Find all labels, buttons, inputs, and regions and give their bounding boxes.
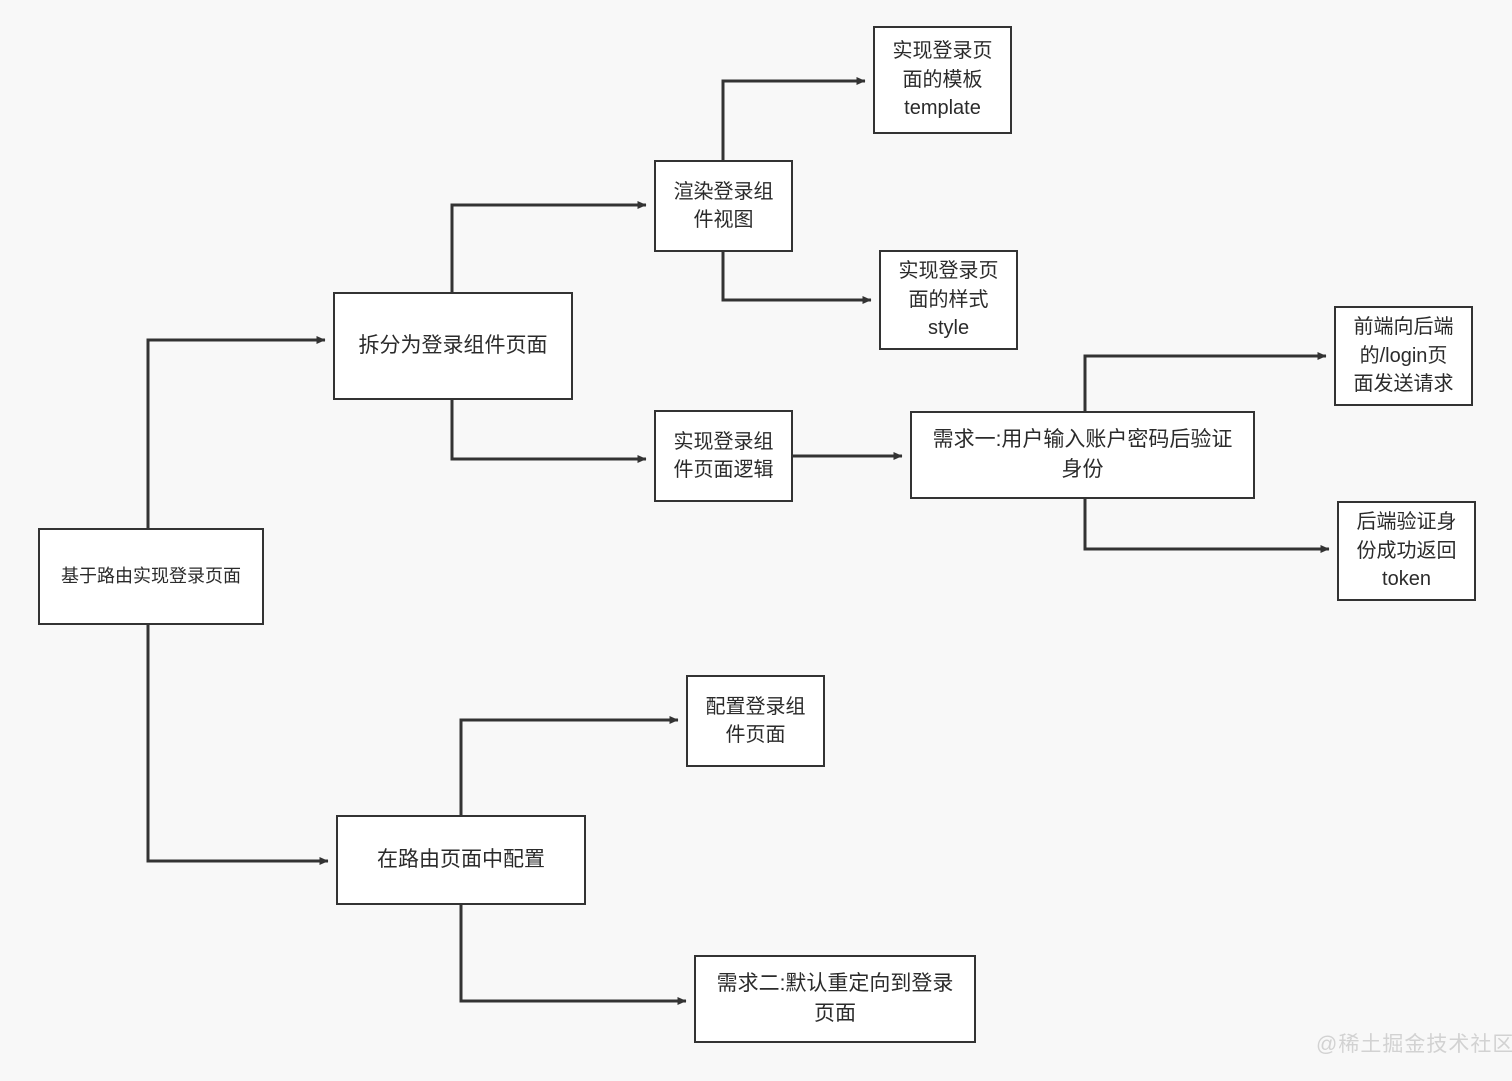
edge-requirement-one-to-backend xyxy=(1083,499,1330,553)
node-router-config[interactable]: 在路由页面中配置 xyxy=(336,815,586,905)
node-requirement-two-label: 需求二:默认重定向到登录 页面 xyxy=(716,972,954,1025)
edge-split-to-render xyxy=(450,201,647,292)
node-logic[interactable]: 实现登录组 件页面逻辑 xyxy=(654,410,793,502)
edge-router-to-config-component xyxy=(459,716,679,815)
node-frontend-request-label: 前端向后端 的/login页 面发送请求 xyxy=(1353,316,1454,396)
node-style-label: 实现登录页 面的样式 style xyxy=(898,260,999,340)
node-router-config-label: 在路由页面中配置 xyxy=(377,848,545,872)
node-render-view-label: 渲染登录组 件视图 xyxy=(673,180,774,231)
edge-split-to-logic xyxy=(450,400,647,463)
node-config-component[interactable]: 配置登录组 件页面 xyxy=(686,675,825,767)
edge-requirement-one-to-frontend xyxy=(1083,352,1327,411)
node-template-label: 实现登录页 面的模板 template xyxy=(892,40,993,120)
node-root[interactable]: 基于路由实现登录页面 xyxy=(38,528,264,625)
edge-root-to-router-config xyxy=(146,625,329,865)
edge-render-to-style xyxy=(721,252,872,304)
node-requirement-two[interactable]: 需求二:默认重定向到登录 页面 xyxy=(694,955,976,1043)
node-frontend-request[interactable]: 前端向后端 的/login页 面发送请求 xyxy=(1334,306,1473,406)
node-logic-label: 实现登录组 件页面逻辑 xyxy=(673,430,774,481)
node-split-component[interactable]: 拆分为登录组件页面 xyxy=(333,292,573,400)
node-backend-token[interactable]: 后端验证身 份成功返回 token xyxy=(1337,501,1476,601)
edge-router-to-requirement-two xyxy=(459,905,687,1005)
edge-root-to-split xyxy=(146,336,326,528)
node-style[interactable]: 实现登录页 面的样式 style xyxy=(879,250,1018,350)
node-render-view[interactable]: 渲染登录组 件视图 xyxy=(654,160,793,252)
node-requirement-one-label: 需求一:用户输入账户密码后验证 身份 xyxy=(932,428,1233,481)
node-requirement-one[interactable]: 需求一:用户输入账户密码后验证 身份 xyxy=(910,411,1255,499)
node-config-component-label: 配置登录组 件页面 xyxy=(705,695,806,746)
watermark: @稀土掘金技术社区 xyxy=(1316,1033,1512,1056)
node-template[interactable]: 实现登录页 面的模板 template xyxy=(873,26,1012,134)
node-backend-token-label: 后端验证身 份成功返回 token xyxy=(1356,511,1457,591)
edge-render-to-template xyxy=(721,77,866,160)
node-root-label: 基于路由实现登录页面 xyxy=(61,565,241,586)
node-split-component-label: 拆分为登录组件页面 xyxy=(358,334,548,358)
